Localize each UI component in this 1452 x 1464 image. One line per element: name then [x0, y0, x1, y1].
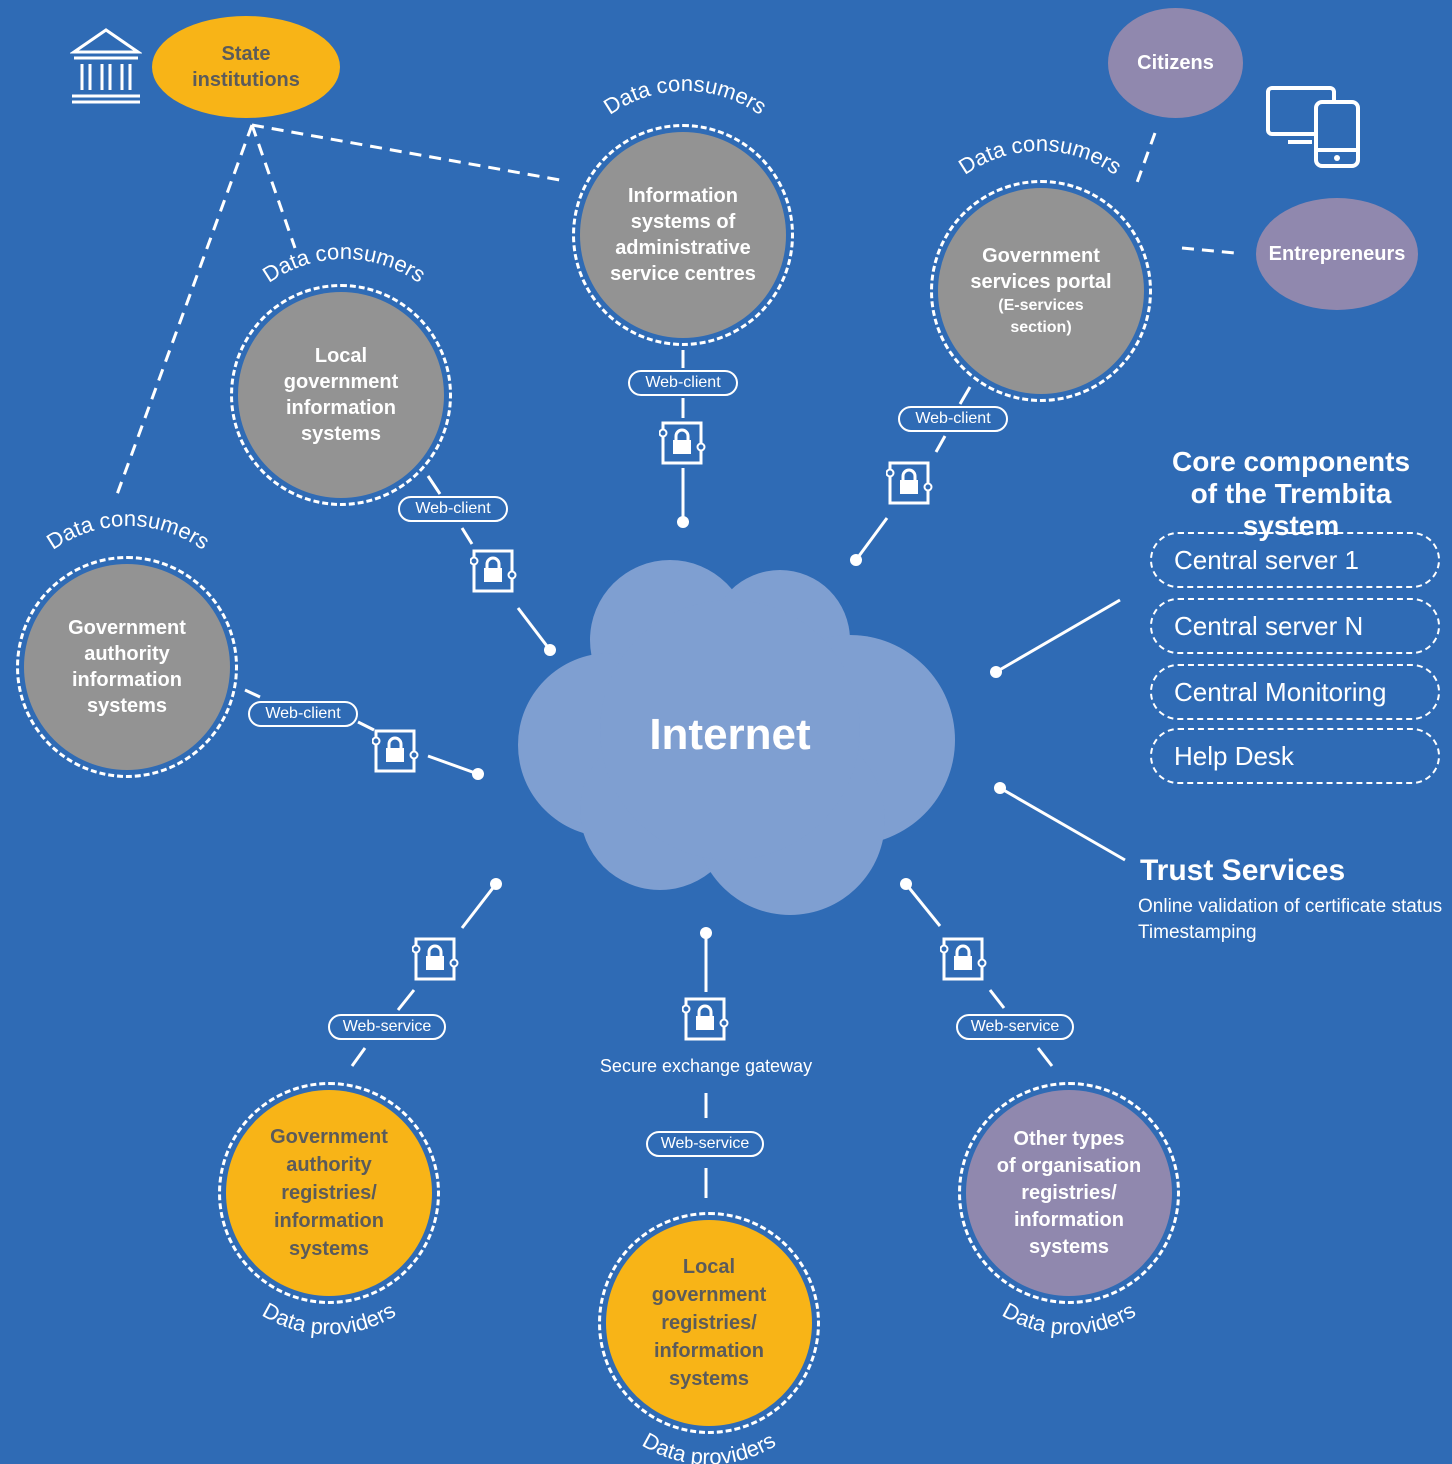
lock-icon — [659, 421, 706, 465]
trust-title: Trust Services — [1140, 854, 1346, 887]
authority-is-ring — [16, 556, 238, 778]
portal-node[interactable]: Government services portal (E-services s… — [938, 188, 1144, 394]
core-title: Core components of the Trembita system — [1171, 446, 1411, 541]
entrepreneurs-label: Entrepreneurs — [1268, 242, 1406, 265]
local-is-node[interactable]: Local government information systems — [238, 292, 444, 498]
local-is-ring — [230, 284, 452, 506]
portal-sublabel: (E-services section) — [998, 297, 1084, 336]
core-item-central-server-1[interactable]: Central server 1 — [1150, 532, 1440, 588]
caption-portal: Data consumers — [954, 131, 1126, 179]
trust-line-validation: Online validation of certificate status — [1138, 896, 1443, 917]
lock-icon — [682, 997, 729, 1041]
state-institutions-label: State institutions — [192, 43, 300, 91]
svg-text:Data consumers: Data consumers — [42, 506, 214, 554]
provider-other-label: Other types of organisation registries/ … — [996, 1127, 1142, 1258]
provider-authority-ring — [218, 1082, 440, 1304]
provider-local-node[interactable]: Local government registries/ information… — [606, 1220, 812, 1426]
lock-icon — [372, 729, 419, 773]
caption-asc: Data consumers — [599, 71, 771, 119]
internet-cloud — [518, 560, 955, 915]
asc-ring — [572, 124, 794, 346]
internet-label: Internet — [649, 710, 811, 759]
authority-is-label: Government authority information systems — [68, 617, 186, 717]
lock-icon — [412, 937, 459, 981]
citizens-node[interactable]: Citizens — [1108, 8, 1243, 118]
solid-links — [244, 350, 1126, 1198]
provider-authority-label: Government authority registries/ informa… — [270, 1126, 388, 1260]
provider-other-node[interactable]: Other types of organisation registries/ … — [966, 1090, 1172, 1296]
lock-icon — [886, 461, 933, 505]
core-item-central-server-n[interactable]: Central server N — [1150, 598, 1440, 654]
svg-text:Data consumers: Data consumers — [599, 71, 771, 119]
core-item-central-monitoring[interactable]: Central Monitoring — [1150, 664, 1440, 720]
dashed-links — [113, 123, 1236, 501]
building-icon — [70, 28, 142, 104]
gateway-label: Secure exchange gateway — [599, 1056, 813, 1076]
lock-icon — [470, 549, 517, 593]
web-client-pill-authority[interactable]: Web-client — [248, 701, 358, 727]
web-client-pill-portal[interactable]: Web-client — [898, 406, 1008, 432]
asc-label: Information systems of administrative se… — [610, 185, 756, 285]
core-item-help-desk[interactable]: Help Desk — [1150, 728, 1440, 784]
lock-icon — [940, 937, 987, 981]
monitor-tablet-icon — [1266, 86, 1360, 168]
web-service-pill-authority[interactable]: Web-service — [328, 1014, 446, 1040]
local-is-label: Local government information systems — [283, 345, 399, 445]
web-service-pill-local[interactable]: Web-service — [646, 1131, 764, 1157]
asc-node[interactable]: Information systems of administrative se… — [580, 132, 786, 338]
web-client-pill-asc[interactable]: Web-client — [628, 370, 738, 396]
svg-text:Data consumers: Data consumers — [258, 239, 430, 287]
portal-label: Government services portal — [970, 245, 1112, 293]
provider-other-ring — [958, 1082, 1180, 1304]
provider-local-ring — [598, 1212, 820, 1434]
state-institutions-node[interactable]: State institutions — [152, 16, 340, 118]
svg-text:Data consumers: Data consumers — [954, 131, 1126, 179]
web-client-pill-local[interactable]: Web-client — [398, 496, 508, 522]
link-endpoints — [472, 516, 1006, 939]
entrepreneurs-node[interactable]: Entrepreneurs — [1256, 198, 1418, 310]
web-service-pill-other[interactable]: Web-service — [956, 1014, 1074, 1040]
provider-authority-node[interactable]: Government authority registries/ informa… — [226, 1090, 432, 1296]
provider-local-label: Local government registries/ information… — [651, 1256, 767, 1390]
trust-line-timestamping: Timestamping — [1138, 922, 1257, 943]
citizens-label: Citizens — [1137, 51, 1214, 74]
authority-is-node[interactable]: Government authority information systems — [24, 564, 230, 770]
caption-local: Data consumers — [258, 239, 430, 287]
caption-authority: Data consumers — [42, 506, 214, 554]
portal-ring — [930, 180, 1152, 402]
